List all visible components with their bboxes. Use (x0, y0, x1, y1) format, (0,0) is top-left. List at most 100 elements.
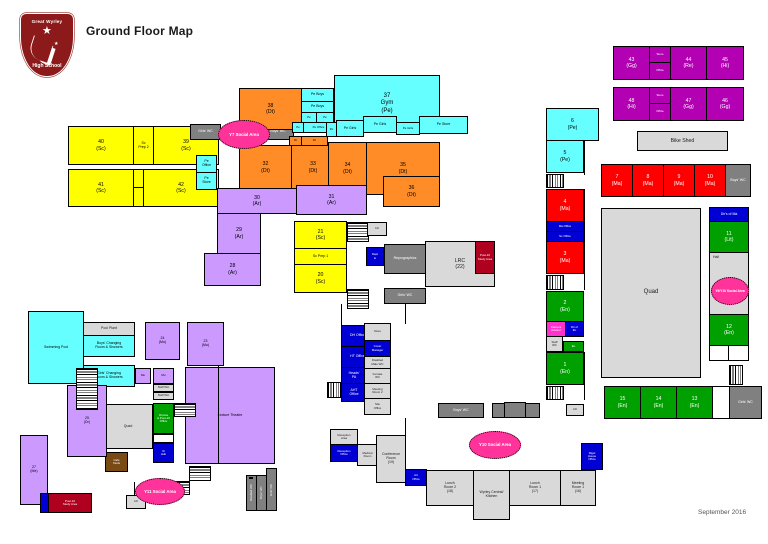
y7-social-area[interactable]: Y7 Social Area (218, 120, 270, 149)
room-6[interactable]: 6 (Pe) (546, 108, 599, 141)
meeting-room-1[interactable]: Meeting Room 1 (16) (560, 470, 596, 506)
room-4[interactable]: 4 (Ma) (546, 189, 584, 222)
room-23[interactable]: 23 (Mu) (187, 322, 224, 366)
music-cell-b[interactable]: Mu (153, 368, 174, 384)
dir-of-en-office[interactable]: Dir of En (565, 321, 584, 337)
room-21[interactable]: 21 (Sc) (294, 221, 347, 249)
pe-girls-1[interactable]: Pe Girls (336, 120, 364, 137)
dept-lead-office[interactable]: Dept le (366, 247, 384, 266)
room-13[interactable]: 13 (En) (676, 386, 713, 419)
room-15[interactable]: 15 (En) (604, 386, 641, 419)
post16-adjacent-office[interactable] (40, 493, 49, 513)
stairs-4 (76, 368, 98, 410)
humanities-store-2[interactable]: Store (649, 87, 671, 104)
girls-wc-4[interactable]: Girls' WC (729, 386, 762, 419)
swimming-pool[interactable]: Swimming Pool (28, 311, 84, 384)
room-11[interactable]: 11 (Lit) (709, 221, 749, 253)
girls-wc-2[interactable]: Girls' WC (384, 288, 426, 304)
y9-y10-social-area[interactable]: Y9/Y10 Social Area (711, 277, 749, 305)
meeting-room-2[interactable]: Meeting Room 2 (364, 383, 391, 399)
room-30[interactable]: 30 (Ar) (217, 188, 297, 214)
medical-room[interactable]: Medical Room (357, 444, 378, 466)
wc-label: Staff WC (157, 393, 170, 398)
dir-of-ma-office[interactable]: Dir's of Ma (709, 207, 749, 222)
sixth-form-hub[interactable]: 6t Hub (153, 443, 174, 463)
room-41[interactable]: 41 (Sc) (68, 169, 134, 207)
en-small-room[interactable]: En (563, 341, 584, 352)
post16-study-area-lrc[interactable]: Post-16 Study Area (475, 241, 495, 274)
cover-manager-office[interactable]: Cover Manager (364, 340, 391, 357)
room-47[interactable]: 47 (Gg) (670, 87, 707, 121)
room-29[interactable]: 29 (Ar) (217, 213, 261, 254)
room-46[interactable]: 46 (Gg) (706, 87, 744, 121)
grey-cell-left[interactable] (504, 402, 526, 418)
room-subject: (Sc) (181, 145, 191, 152)
room-44[interactable]: 44 (Re) (670, 46, 707, 80)
room-33[interactable]: 33 (Dt) (291, 145, 335, 190)
humanities-office-1[interactable]: Office (649, 62, 671, 80)
lift-1[interactable]: Lift (367, 222, 387, 236)
wc-vertical-c[interactable]: Girls' WC (266, 468, 277, 511)
room-31[interactable]: 31 (Ar) (296, 185, 367, 215)
room-36[interactable]: 36 (Dt) (383, 176, 440, 207)
female-wc[interactable]: Female WC (364, 368, 391, 384)
reception-office[interactable]: Reception Office (330, 444, 358, 462)
room-8[interactable]: 8 (Ma) (632, 164, 664, 197)
rigel-house-office[interactable]: Rigel House Office (581, 443, 603, 470)
pe-store-2[interactable]: Pe Store (419, 116, 468, 134)
pe-boys-1[interactable]: Pe Boys (301, 88, 334, 102)
girls-wc-1[interactable]: Girls' WC (190, 124, 221, 140)
room-sc-prep-1[interactable]: Sc Prep 1 (294, 248, 347, 265)
humanities-office-2[interactable]: Office (649, 103, 671, 121)
pe-office-left[interactable]: Pe Office (196, 155, 217, 173)
y11-social-area[interactable]: Y11 Social Area (135, 478, 185, 505)
room-28[interactable]: 28 (Ar) (204, 253, 261, 286)
art-office[interactable]: Art Office (405, 469, 427, 486)
room-12[interactable]: 12 (En) (709, 314, 749, 346)
room-43[interactable]: 43 (Gg) (613, 46, 650, 80)
pe-store-left[interactable]: Pe Store (196, 172, 217, 190)
room-1[interactable]: 1 (En) (546, 352, 584, 385)
lunch-room-1[interactable]: Lunch Room 1 (17) (509, 470, 561, 506)
room-45[interactable]: 45 (Hi) (706, 46, 744, 80)
conference-room[interactable]: Conference Room (19) (376, 435, 406, 483)
room-9[interactable]: 9 (Ma) (663, 164, 695, 197)
boys-wc-3[interactable]: Boys' WC (725, 164, 751, 197)
room-5[interactable]: 5 (Pe) (546, 140, 584, 173)
room-10[interactable]: 10 (Ma) (694, 164, 726, 197)
site-office[interactable]: Site Office (364, 398, 391, 415)
lunch-room-2[interactable]: Lunch Room 2 (18) (426, 470, 474, 506)
y10-social-area[interactable]: Y10 Social Area (469, 431, 521, 459)
boys-changing-room[interactable]: Boys' Changing Room & Showers (83, 335, 135, 357)
post16-study-area[interactable]: Post-16 Study Area (48, 493, 92, 513)
pe-girls-2[interactable]: Pe Girls (363, 116, 397, 133)
lecture-theatre[interactable]: Lecture Theatre (185, 367, 275, 464)
staff-wc-c[interactable]: Staff WC (546, 336, 563, 352)
pool-plant[interactable]: Pool Plant (83, 322, 135, 336)
room-sc-prep-2[interactable]: Sc Prep 2 (133, 126, 154, 165)
staff-wc-b[interactable]: Staff WC (153, 392, 174, 400)
room-48[interactable]: 48 (Hi) (613, 87, 650, 121)
reprographics[interactable]: Reprographics (384, 244, 426, 274)
room-14[interactable]: 14 (En) (640, 386, 677, 419)
humanities-store-1[interactable]: Store (649, 46, 671, 63)
lift-3[interactable]: Lift (566, 404, 584, 416)
room-3[interactable]: 3 (Ma) (546, 241, 584, 274)
drama-post16-office[interactable]: Drama & Post-16 Office (153, 403, 174, 434)
careers-advisor-office[interactable]: Careers Advisor (546, 321, 566, 337)
room-24[interactable]: 24 (Mu) (145, 322, 180, 360)
room-40[interactable]: 40 (Sc) (68, 126, 134, 165)
store-admin[interactable]: Store (364, 323, 391, 341)
room-7[interactable]: 7 (Ma) (601, 164, 633, 197)
cafe-kiosk[interactable]: Cafe Kiosk (105, 452, 128, 472)
staff-wc-a[interactable]: Staff WC (153, 384, 174, 392)
boys-wc-2[interactable]: Boys' WC (438, 403, 484, 418)
music-cell-a[interactable]: Mu (135, 368, 151, 384)
reception-area[interactable]: Reception Area (330, 429, 358, 445)
room-20[interactable]: 20 (Sc) (294, 264, 347, 293)
room-32[interactable]: 32 (Dt) (239, 145, 292, 190)
room-39[interactable]: 39 (Sc) (153, 126, 219, 165)
room-2[interactable]: 2 (En) (546, 291, 584, 322)
pe-girls-3[interactable]: Pe Girls (396, 122, 420, 135)
wyrley-central-kitchen[interactable]: Wyrley Central/ Kitchen (473, 470, 510, 520)
